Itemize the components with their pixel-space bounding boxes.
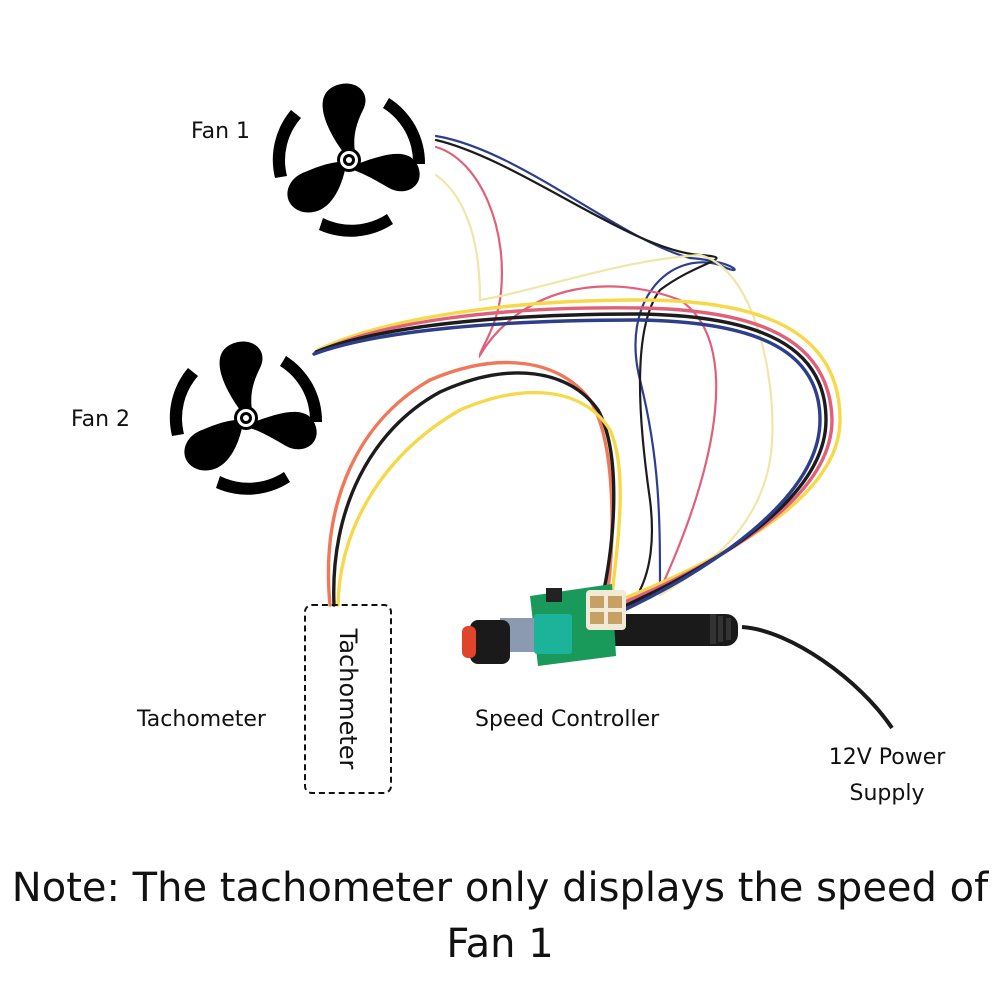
tachometer-wires <box>326 360 622 607</box>
knob <box>470 620 510 664</box>
speed-controller-board <box>462 584 894 730</box>
wire-black <box>434 138 718 592</box>
note-text: Note: The tachometer only displays the s… <box>11 865 989 967</box>
wire-black <box>332 371 616 607</box>
tachometer-box-label: Tachometer <box>334 628 362 770</box>
wire-black <box>314 312 828 610</box>
fan-1-label: Fan 1 <box>191 119 251 144</box>
fan-2-icon <box>169 341 323 495</box>
fan-1-icon <box>272 83 426 237</box>
wire-red <box>316 306 834 606</box>
tachometer-label: Tachometer <box>137 707 266 732</box>
wire-orange <box>326 360 614 607</box>
wire-red <box>434 145 718 592</box>
dc-jack <box>598 614 738 646</box>
fan-2-label: Fan 2 <box>71 407 131 432</box>
wire-pale-yellow <box>434 173 774 597</box>
power-cable <box>741 625 894 730</box>
potentiometer <box>534 614 572 654</box>
wire-yellow <box>316 298 842 602</box>
wire-yellow <box>336 390 622 607</box>
wire-blue <box>312 318 822 614</box>
speed-controller-label: Speed Controller <box>475 707 660 732</box>
fan-2-wires <box>312 298 842 614</box>
power-supply-label: 12V Power Supply <box>828 745 946 806</box>
tachometer-box: Tachometer <box>304 604 392 794</box>
